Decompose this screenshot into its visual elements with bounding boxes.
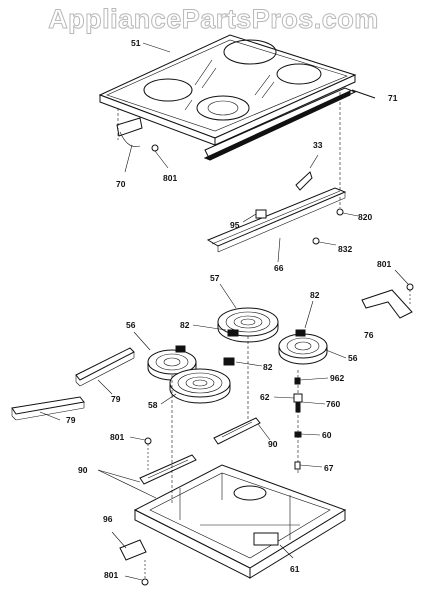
label-70: 70 — [116, 179, 126, 189]
side-bracket — [116, 117, 169, 173]
element-56-right — [278, 329, 328, 365]
label-58: 58 — [148, 400, 158, 410]
label-90-left: 90 — [78, 465, 88, 475]
label-62: 62 — [260, 392, 270, 402]
label-82-left: 82 — [180, 320, 190, 330]
label-71: 71 — [388, 93, 398, 103]
element-58 — [169, 357, 235, 404]
label-57: 57 — [210, 273, 220, 283]
label-96: 96 — [103, 514, 113, 524]
label-33: 33 — [313, 140, 323, 150]
label-820: 820 — [358, 212, 372, 222]
label-61: 61 — [290, 564, 300, 574]
rear-trim — [203, 87, 376, 161]
label-962: 962 — [330, 373, 344, 383]
bracket-90-center — [213, 417, 271, 445]
label-801-right: 801 — [377, 259, 391, 269]
label-760: 760 — [326, 399, 340, 409]
part-number-labels: 51 71 70 801 33 95 820 66 832 801 57 82 … — [66, 38, 409, 580]
label-82-front: 82 — [263, 362, 273, 372]
label-60: 60 — [322, 430, 332, 440]
label-56-left: 56 — [126, 320, 136, 330]
side-trim-strips — [11, 347, 135, 421]
bracket-76 — [361, 283, 414, 319]
front-rail — [206, 154, 359, 263]
label-56-right: 56 — [348, 353, 358, 363]
burner-box-pan — [133, 464, 347, 579]
label-66: 66 — [274, 263, 284, 273]
screws-801 — [124, 436, 152, 586]
watermark: AppliancePartsPros.com — [48, 4, 379, 35]
label-95: 95 — [230, 220, 240, 230]
label-82-right: 82 — [310, 290, 320, 300]
label-79-right: 79 — [111, 394, 121, 404]
label-79-left: 79 — [66, 415, 76, 425]
label-801-mid: 801 — [110, 432, 124, 442]
label-801-top: 801 — [163, 173, 177, 183]
bracket-90-left — [97, 454, 197, 499]
label-76: 76 — [364, 330, 374, 340]
bracket-96 — [111, 531, 147, 561]
label-90-center: 90 — [268, 439, 278, 449]
label-832: 832 — [338, 244, 352, 254]
label-51: 51 — [131, 38, 141, 48]
label-801-bottom: 801 — [104, 570, 118, 580]
glass-cooktop — [98, 34, 357, 146]
label-67: 67 — [324, 463, 334, 473]
fastener-stack — [293, 370, 329, 475]
